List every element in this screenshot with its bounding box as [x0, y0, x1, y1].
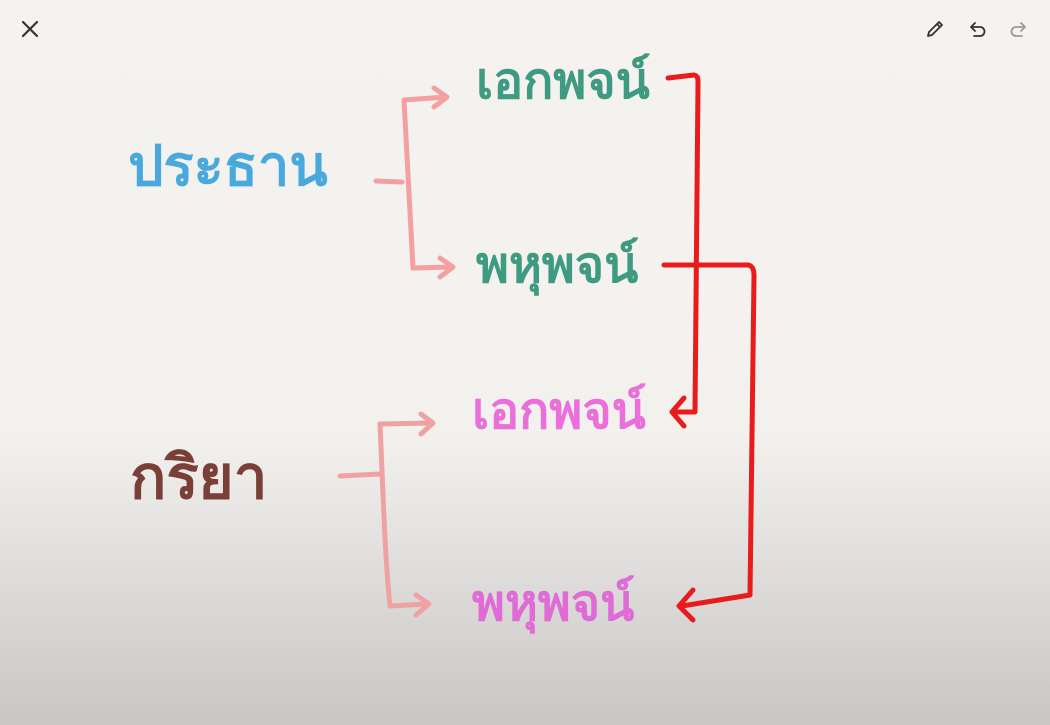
verb-singular-label: เอกพจน์: [472, 382, 646, 440]
verb-plural-label: พหุพจน์: [472, 574, 635, 632]
close-button[interactable]: [13, 12, 47, 46]
subject-plural-label: พหุพจน์: [476, 236, 639, 294]
undo-icon: [970, 22, 986, 37]
undo-button[interactable]: [960, 12, 994, 46]
verb-label: กริยา: [130, 443, 268, 513]
subject-singular-label: เอกพจน์: [476, 52, 650, 110]
subject-label: ประธาน: [128, 134, 328, 199]
toolbar: [0, 0, 1050, 56]
verb-bracket: [337, 411, 436, 618]
edit-pen-button[interactable]: [918, 12, 952, 46]
pencil-icon: [927, 21, 943, 37]
close-icon: [21, 20, 39, 38]
subject-bracket: [373, 85, 456, 280]
redo-icon: [1010, 22, 1026, 37]
agreement-arrows: [661, 72, 757, 623]
redo-button[interactable]: [1002, 12, 1036, 46]
